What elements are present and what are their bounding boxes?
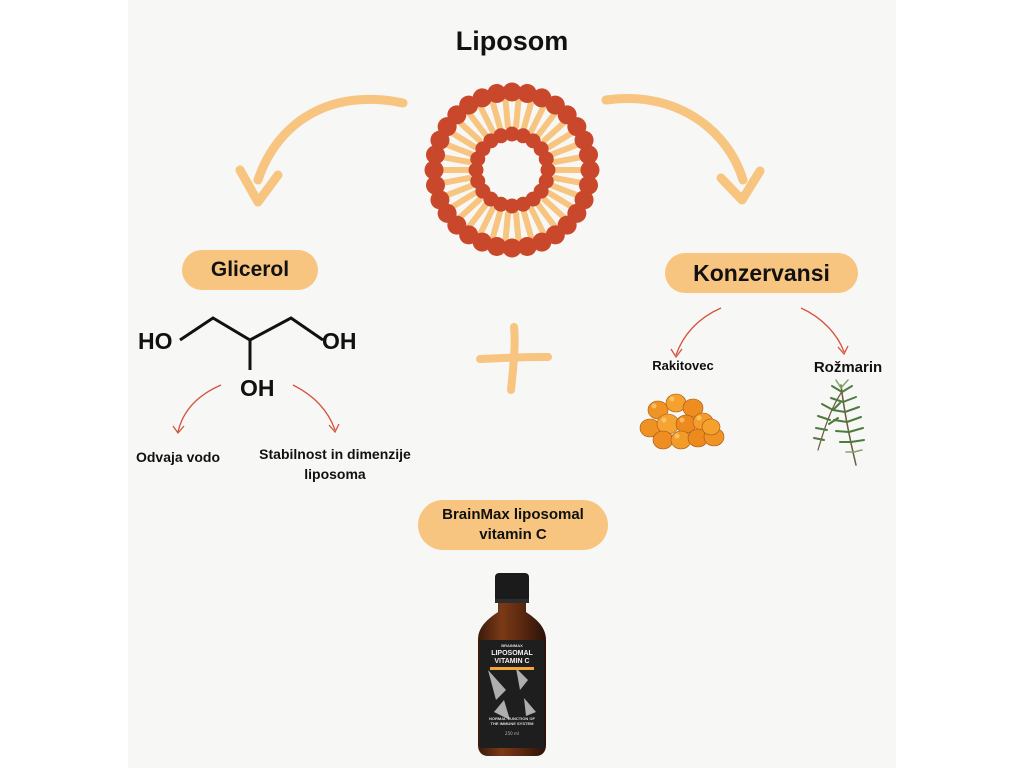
item-rakitovec: Rakitovec xyxy=(652,358,714,373)
bottle-name-line2: VITAMIN C xyxy=(494,658,530,665)
bottle-brand: BRAINMAX xyxy=(501,643,523,648)
bottle-claim-line1: NORMAL FUNCTION OF xyxy=(489,716,535,721)
arrow-right-icon xyxy=(601,94,765,205)
arrow-left-icon xyxy=(235,94,408,207)
product-label-line2: vitamin C xyxy=(479,526,547,543)
glycerol-formula-icon xyxy=(179,316,324,370)
page-title: Liposom xyxy=(455,26,569,56)
glicerol-text: Glicerol xyxy=(210,258,290,281)
effect-odvaja-vodo: Odvaja vodo xyxy=(135,449,221,465)
konzervansi-text: Konzervansi xyxy=(693,259,830,286)
effect-stabilnost: Stabilnost in dimenzije liposoma xyxy=(259,446,411,482)
bottle-claim-line2: THE IMMUNE SYSTEM xyxy=(490,721,534,726)
svg-text:250 ml: 250 ml xyxy=(505,731,519,736)
glicerol-effect-arrows xyxy=(172,384,340,435)
item-rozmarin: Rožmarin xyxy=(813,359,883,376)
bottle-color-strip xyxy=(490,667,534,670)
bottle-name-line1: LIPOSOMAL xyxy=(491,650,533,657)
formula-oh-bottom: OH xyxy=(240,375,275,401)
plus-icon xyxy=(476,323,552,394)
konzervansi-arrows xyxy=(670,307,849,359)
product-label-line1: BrainMax liposomal xyxy=(442,506,584,523)
konzervansi-label: Konzervansi xyxy=(665,253,858,293)
sea-buckthorn-image xyxy=(639,393,725,450)
formula-ho-left: HO xyxy=(138,328,173,354)
infographic-canvas: Liposom Glicerol HO OH OH Odvaja vodo St… xyxy=(128,0,896,768)
bottle-image: 250 ml xyxy=(478,573,546,756)
liposome-icon xyxy=(424,82,600,258)
formula-oh-right: OH xyxy=(322,328,357,354)
rosemary-image xyxy=(813,379,865,466)
glicerol-label: Glicerol xyxy=(182,250,318,290)
product-label: BrainMax liposomal vitamin C xyxy=(418,500,608,550)
